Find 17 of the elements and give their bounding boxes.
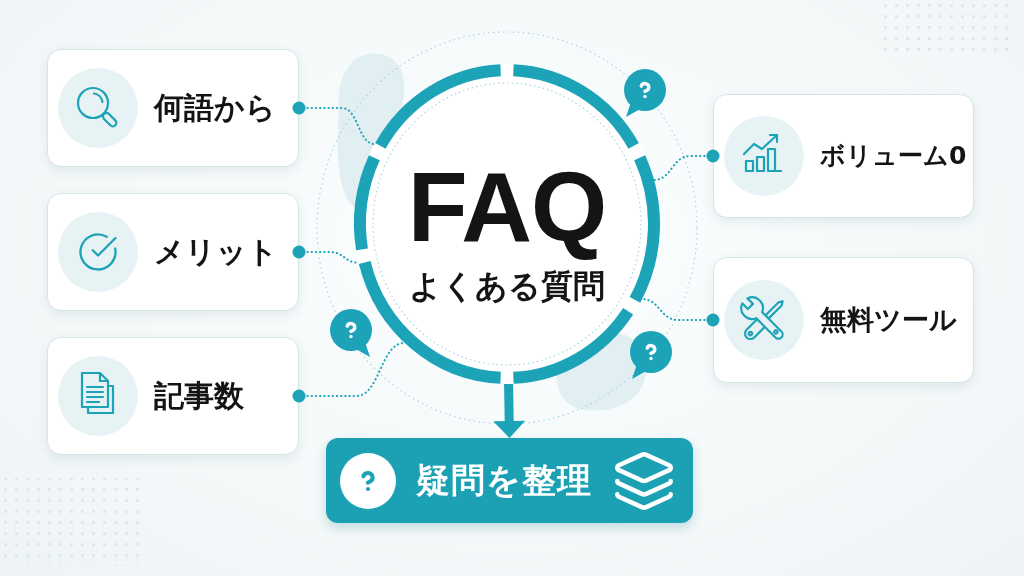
topic-card <box>47 49 299 167</box>
card-label: 記事数 <box>154 378 244 414</box>
dotted-connector <box>292 341 406 403</box>
topic-card <box>47 337 299 455</box>
result-banner <box>326 438 693 523</box>
card-label: ボリューム0 <box>820 141 967 171</box>
card-label: メリット <box>154 234 278 270</box>
card-label: 無料ツール <box>820 303 957 337</box>
topic-card <box>713 257 974 383</box>
dotted-connector <box>653 149 720 181</box>
topic-card <box>713 94 974 218</box>
dotted-connector <box>641 298 720 327</box>
dotted-connector <box>292 101 376 145</box>
topic-card <box>47 193 299 311</box>
hub-subtitle: よくある質問 <box>409 268 605 305</box>
banner-label: 疑問を整理 <box>416 460 592 501</box>
card-label: 何語から <box>154 90 276 126</box>
